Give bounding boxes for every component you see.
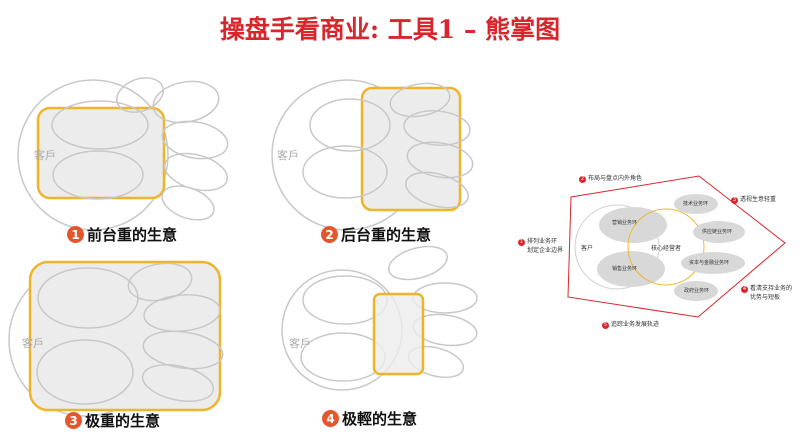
toe-ellipse: [36, 339, 134, 405]
toe-ellipse: [300, 332, 386, 382]
detailed-bear-paw-diagram: 客户 核心经营者 营销业务环 销售业务环 技术业务环 供应链业务环 资本与金融业…: [513, 167, 809, 339]
panel-4-label: 极輕的生意: [342, 410, 418, 428]
customer-circle: [574, 204, 660, 290]
panel-4-caption: 4 极輕的生意: [322, 408, 417, 429]
outer-ellipse: [674, 281, 718, 301]
toe-ellipse: [142, 330, 224, 370]
callout-number: 5: [602, 322, 609, 329]
callout-text: 看清支持业务的: [750, 285, 793, 292]
diagram-core-label: 核心经营者: [651, 245, 682, 252]
diagram-customer-label: 客户: [581, 245, 594, 252]
panel-1-art: [17, 77, 229, 231]
detailed-diagram-art: [567, 175, 786, 318]
toe-ellipse: [161, 120, 229, 160]
panel-2-customer-label: 客戶: [277, 149, 299, 162]
callout-4b: 优势与短板: [750, 294, 781, 301]
callout-number: 3: [731, 197, 738, 204]
callout-number: 4: [741, 286, 748, 293]
outer-ellipse: [674, 194, 718, 214]
enterprise-boundary: [567, 175, 786, 318]
toe-ellipse: [388, 245, 448, 281]
panel-3-label: 极重的生意: [85, 412, 161, 430]
toe-ellipse: [403, 110, 471, 146]
panel-2-number-badge: 2: [321, 226, 338, 243]
panel-4-number-badge: 4: [322, 410, 339, 427]
toe-ellipse: [389, 82, 451, 118]
callout-text: 布局与盘点内外角色: [588, 175, 643, 182]
inner-ellipse-bottom: [597, 251, 665, 287]
callout-text: 透视生意轻重: [740, 196, 777, 203]
core-circle: [627, 208, 705, 286]
outer-label: 技术业务环: [683, 201, 709, 207]
callout-number: 1: [518, 239, 525, 246]
toe-ellipse: [161, 185, 215, 221]
highlight-box: [28, 260, 222, 412]
panel-1-caption: 1 前台重的生意: [67, 224, 177, 245]
inner-label-bottom: 销售业务环: [612, 266, 638, 272]
toe-ellipse: [405, 171, 469, 209]
toe-ellipse: [141, 364, 215, 402]
panel-3-number-badge: 3: [65, 412, 82, 429]
outer-label: 供应链业务环: [702, 229, 733, 235]
toe-ellipse: [116, 77, 164, 113]
panel-1-label: 前台重的生意: [87, 226, 178, 244]
outer-label: 政府业务环: [684, 288, 710, 294]
panel-3-caption: 3 极重的生意: [65, 410, 160, 431]
toe-ellipse: [302, 145, 388, 199]
panel-4-customer-label: 客戶: [289, 337, 311, 350]
highlight-box: [372, 292, 425, 376]
panel-2-art: [271, 79, 474, 231]
customer-circle: [17, 79, 169, 231]
panel-2-caption: 2 后台重的生意: [321, 224, 431, 245]
callout-text: 追踪业务发展轨迹: [611, 321, 660, 328]
callout-number: 2: [579, 176, 586, 183]
toe-ellipse: [52, 150, 144, 200]
panel-2-label: 后台重的生意: [341, 226, 432, 244]
callout-1b: 划定企业边界: [527, 247, 564, 254]
panel-3-customer-label: 客戶: [22, 337, 44, 350]
callout-text: 排列业务环: [527, 238, 558, 245]
toe-ellipse: [406, 141, 474, 179]
panel-4-art: [281, 245, 478, 391]
inner-label-top: 营销业务环: [612, 220, 638, 226]
inner-ellipse-top: [599, 207, 667, 243]
panel-1-number-badge: 1: [67, 226, 84, 243]
panel-3-art: [8, 260, 224, 417]
outer-ellipse: [681, 252, 745, 274]
highlight-box: [36, 106, 166, 200]
page-title: 操盘手看商业: 工具1 – 熊掌图: [219, 15, 561, 44]
panel-1-customer-label: 客戶: [34, 149, 56, 162]
toe-ellipse: [51, 100, 149, 150]
outer-label: 资本与金融业务环: [689, 260, 730, 266]
toe-ellipse: [143, 294, 221, 332]
toe-ellipse: [309, 98, 391, 152]
toe-ellipse: [127, 262, 193, 302]
outer-ellipse: [693, 221, 745, 243]
